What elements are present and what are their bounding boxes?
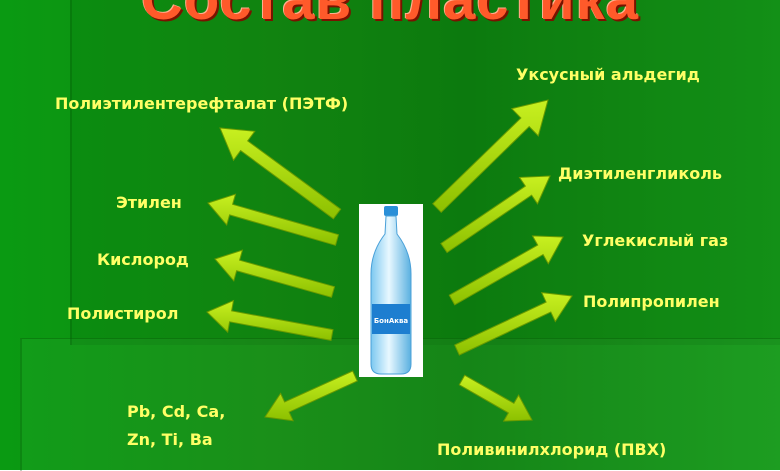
bottle-label	[372, 304, 410, 334]
bottle-brand-text: БонАква	[374, 317, 409, 325]
arrow-to-pvc	[458, 374, 533, 422]
slide-title: Состав пластика	[0, 0, 780, 33]
arrow-to-polypropylene	[454, 292, 573, 356]
arrow-to-ethylene	[207, 193, 340, 246]
label-co2: Углекислый газ	[582, 231, 729, 250]
label-acetaldehyde: Уксусный альдегид	[516, 65, 700, 84]
label-pet: Полиэтилентерефталат (ПЭТФ)	[55, 94, 349, 113]
label-oxygen: Кислород	[97, 250, 189, 269]
arrow-to-diethylene-glycol	[440, 175, 551, 254]
bottle-cap	[384, 206, 398, 216]
arrow-to-oxygen	[214, 249, 336, 298]
label-metals-line2: Zn, Ti, Ba	[127, 430, 213, 449]
arrow-to-metals	[264, 370, 358, 422]
label-diethylene-glycol: Диэтиленгликоль	[558, 164, 723, 183]
water-bottle-image: БонАква	[359, 204, 423, 377]
arrow-to-acetaldehyde	[432, 99, 549, 214]
label-polypropylene: Полипропилен	[583, 292, 720, 311]
arrow-to-pet	[219, 127, 342, 220]
bottle-body	[370, 215, 412, 375]
label-ethylene: Этилен	[116, 193, 182, 212]
arrow-to-co2	[448, 235, 564, 306]
label-metals-line1: Pb, Cd, Ca,	[127, 402, 226, 421]
arrow-to-polystyrene	[206, 299, 334, 341]
label-polystyrene: Полистирол	[67, 304, 179, 323]
label-pvc: Поливинилхлорид (ПВХ)	[437, 440, 667, 459]
